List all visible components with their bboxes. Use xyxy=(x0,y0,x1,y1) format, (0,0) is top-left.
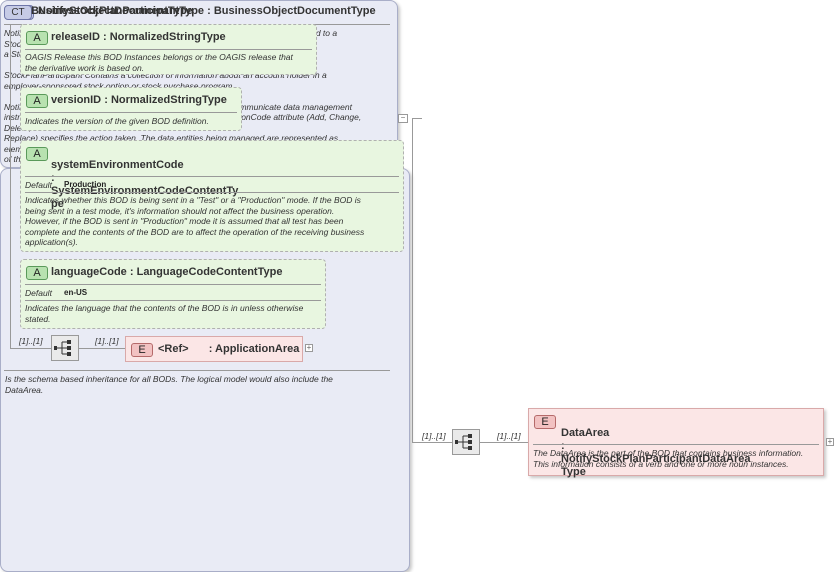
sequence-icon xyxy=(455,434,472,450)
attribute-release-id[interactable]: A releaseID : NormalizedStringType OAGIS… xyxy=(20,24,317,75)
attribute-separator-line xyxy=(25,112,237,113)
attribute-separator: : xyxy=(51,172,55,184)
attribute-name: versionID xyxy=(51,94,102,106)
element-data-area[interactable]: E DataArea : NotifyStockPlanParticipantD… xyxy=(528,408,824,479)
attribute-separator-line xyxy=(25,284,321,285)
element-documentation: The DataArea is the part of the BOD that… xyxy=(533,448,804,469)
attribute-name: languageCode xyxy=(51,266,127,278)
sequence-icon xyxy=(54,340,71,356)
complex-type-badge: CT xyxy=(4,5,32,20)
attribute-name: systemEnvironmentCode xyxy=(51,159,184,171)
attribute-separator-line xyxy=(25,176,399,177)
dataarea-out-cardinality: [1]..[1] xyxy=(497,431,521,441)
sequence-cardinality: [1]..[1] xyxy=(19,336,43,346)
base-type-title: BusinessObjectDocumentType xyxy=(31,5,193,17)
expand-toggle[interactable]: + xyxy=(826,437,834,446)
main-type-base: BusinessObjectDocumentType xyxy=(213,5,376,17)
element-separator: : xyxy=(208,343,213,355)
element-ref-name: <Ref> xyxy=(158,343,189,355)
element-badge: E xyxy=(534,415,556,429)
element-type: ApplicationArea xyxy=(215,343,300,355)
attribute-title: releaseID : NormalizedStringType xyxy=(51,31,226,43)
attribute-badge: A xyxy=(26,94,48,108)
default-label: Default xyxy=(25,180,52,190)
element-separator: : xyxy=(561,440,565,452)
base-type-separator-line xyxy=(4,370,390,371)
attribute-system-environment-code[interactable]: A systemEnvironmentCode : SystemEnvironm… xyxy=(20,140,404,252)
attribute-separator: : xyxy=(103,31,107,43)
attribute-title: languageCode : LanguageCodeContentType xyxy=(51,266,282,278)
attribute-documentation: Indicates the language that the contents… xyxy=(25,303,304,324)
attribute-title: systemEnvironmentCode : SystemEnvironmen… xyxy=(51,146,403,211)
expand-toggle[interactable]: + xyxy=(305,343,313,352)
attribute-badge: A xyxy=(26,266,48,280)
sequence-out-cardinality: [1]..[1] xyxy=(95,336,119,346)
base-complex-type[interactable]: CT BusinessObjectDocumentType A releaseI… xyxy=(0,5,410,572)
element-title: DataArea : NotifyStockPlanParticipantDat… xyxy=(561,414,823,479)
connector-trunk xyxy=(412,118,413,443)
default-value: Production xyxy=(64,180,107,189)
element-title: <Ref> : ApplicationArea xyxy=(158,343,299,355)
element-badge: E xyxy=(131,343,153,357)
main-type-title: NotifyStockPlanParticipantType : Busines… xyxy=(38,5,376,17)
dataarea-sequence-compositor[interactable] xyxy=(452,429,480,455)
default-value: en-US xyxy=(64,288,88,297)
attribute-documentation: Indicates the version of the given BOD d… xyxy=(25,116,209,126)
attribute-type: NormalizedStringType xyxy=(109,31,226,43)
sequence-out-connector xyxy=(79,348,125,349)
element-type: NotifyStockPlanParticipantDataArea Type xyxy=(561,453,751,478)
element-application-area[interactable]: E <Ref> : ApplicationArea xyxy=(125,336,303,362)
attribute-type: NormalizedStringType xyxy=(110,94,227,106)
dataarea-out-connector xyxy=(480,442,528,443)
sequence-connector xyxy=(10,348,51,349)
connector-to-dataarea-seq xyxy=(412,442,452,443)
collapse-toggle[interactable]: − xyxy=(398,114,408,123)
attribute-separator: : xyxy=(104,94,108,106)
attribute-separator: : xyxy=(129,266,134,278)
default-label: Default xyxy=(25,288,52,298)
main-type-separator: : xyxy=(207,5,211,17)
attribute-language-code[interactable]: A languageCode : LanguageCodeContentType… xyxy=(20,259,326,329)
attribute-separator-line xyxy=(25,300,321,301)
attribute-separator-line xyxy=(25,49,312,50)
attribute-badge: A xyxy=(26,147,48,161)
attribute-connector xyxy=(10,24,11,348)
attribute-separator-line xyxy=(25,192,399,193)
attribute-documentation: Indicates whether this BOD is being sent… xyxy=(25,195,365,247)
dataarea-sequence-cardinality: [1]..[1] xyxy=(422,431,446,441)
element-name: DataArea xyxy=(561,427,610,439)
base-type-documentation: Is the schema based inheritance for all … xyxy=(5,374,333,395)
attribute-version-id[interactable]: A versionID : NormalizedStringType Indic… xyxy=(20,87,242,131)
sequence-compositor[interactable] xyxy=(51,335,79,361)
main-type-name: NotifyStockPlanParticipantType xyxy=(38,5,205,17)
attribute-title: versionID : NormalizedStringType xyxy=(51,94,227,106)
element-separator-line xyxy=(533,444,819,445)
connector-to-base xyxy=(412,118,422,119)
attribute-documentation: OAGIS Release this BOD Instances belongs… xyxy=(25,52,293,73)
attribute-type: SystemEnvironmentCodeContentTy pe xyxy=(51,185,239,210)
attribute-type: LanguageCodeContentType xyxy=(136,266,283,278)
attribute-name: releaseID xyxy=(51,31,100,43)
attribute-badge: A xyxy=(26,31,48,45)
